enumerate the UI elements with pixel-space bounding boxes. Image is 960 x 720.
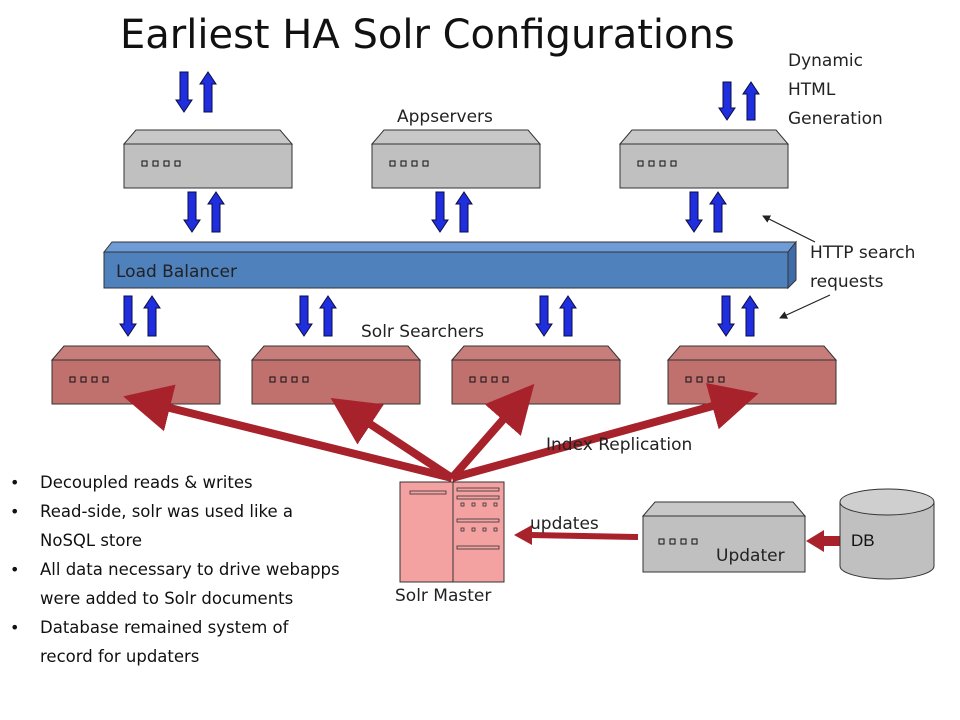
index-replication-label: Index Replication: [546, 435, 692, 455]
down-arrow-ab-2: [431, 191, 449, 233]
down-arrow-ls-3: [535, 295, 553, 337]
down-arrow-top-1: [175, 71, 193, 113]
up-arrow-ab-3: [709, 191, 727, 233]
dynamic-html-label: Dynamic HTML Generation: [788, 51, 883, 129]
up-arrow-ls-3: [559, 295, 577, 337]
solr-master: [399, 481, 505, 583]
replication-arrow-3: [448, 383, 535, 481]
note-item: Decoupled reads & writes: [10, 468, 340, 497]
searcher-2: [250, 345, 422, 405]
replication-arrow-4: [450, 382, 759, 482]
http-requests-line-2: requests: [810, 272, 884, 292]
down-arrow-ab-1: [183, 191, 201, 233]
down-arrow-ls-2: [295, 295, 313, 337]
searcher-3: [450, 345, 622, 405]
dynamic-html-line-1: Dynamic: [788, 51, 863, 71]
dynamic-html-line-3: Generation: [788, 109, 883, 129]
dynamic-html-line-2: HTML: [788, 80, 836, 100]
replication-arrow-1: [123, 384, 453, 482]
http-pointer-arrow-lower: [779, 294, 831, 319]
appserver-2: [370, 129, 542, 189]
db-label: DB: [851, 531, 875, 550]
solr-searchers-label: Solr Searchers: [361, 322, 484, 342]
updates-label: updates: [530, 514, 599, 534]
down-arrow-ab-3: [685, 191, 703, 233]
replication-arrows: [123, 382, 759, 482]
updater-label: Updater: [716, 546, 785, 566]
down-arrow-ls-4: [717, 295, 735, 337]
appserver-1: [122, 129, 294, 189]
down-arrow-ls-1: [119, 295, 137, 337]
up-arrow-ls-1: [143, 295, 161, 337]
updater: [641, 501, 807, 573]
database-cylinder: [839, 488, 935, 580]
load-balancer-label: Load Balancer: [116, 262, 237, 282]
appservers-label: Appservers: [397, 107, 493, 127]
load-balancer: [102, 240, 798, 290]
up-arrow-ls-2: [319, 295, 337, 337]
up-arrow-ab-1: [207, 191, 225, 233]
searcher-4: [666, 345, 838, 405]
up-arrow-top-3: [742, 81, 760, 121]
page-title: Earliest HA Solr Configurations: [120, 12, 735, 58]
up-arrow-top-1: [199, 71, 217, 113]
note-item: Read-side, solr was used like a NoSQL st…: [10, 497, 340, 555]
up-arrow-ls-4: [741, 295, 759, 337]
db-arrow: [806, 530, 842, 552]
http-pointer-arrow-upper: [762, 215, 816, 243]
notes-list: Decoupled reads & writes Read-side, solr…: [10, 468, 340, 671]
down-arrow-top-3: [718, 81, 736, 121]
replication-arrow-2: [330, 397, 455, 482]
http-requests-label: HTTP search requests: [810, 243, 921, 292]
searcher-1: [50, 345, 222, 405]
solr-master-label: Solr Master: [395, 586, 491, 606]
updates-arrow: [514, 525, 639, 545]
http-requests-line-1: HTTP search: [810, 243, 915, 263]
note-item: Database remained system of record for u…: [10, 613, 340, 671]
appserver-3: [618, 129, 790, 189]
up-arrow-ab-2: [455, 191, 473, 233]
note-item: All data necessary to drive webapps were…: [10, 555, 340, 613]
